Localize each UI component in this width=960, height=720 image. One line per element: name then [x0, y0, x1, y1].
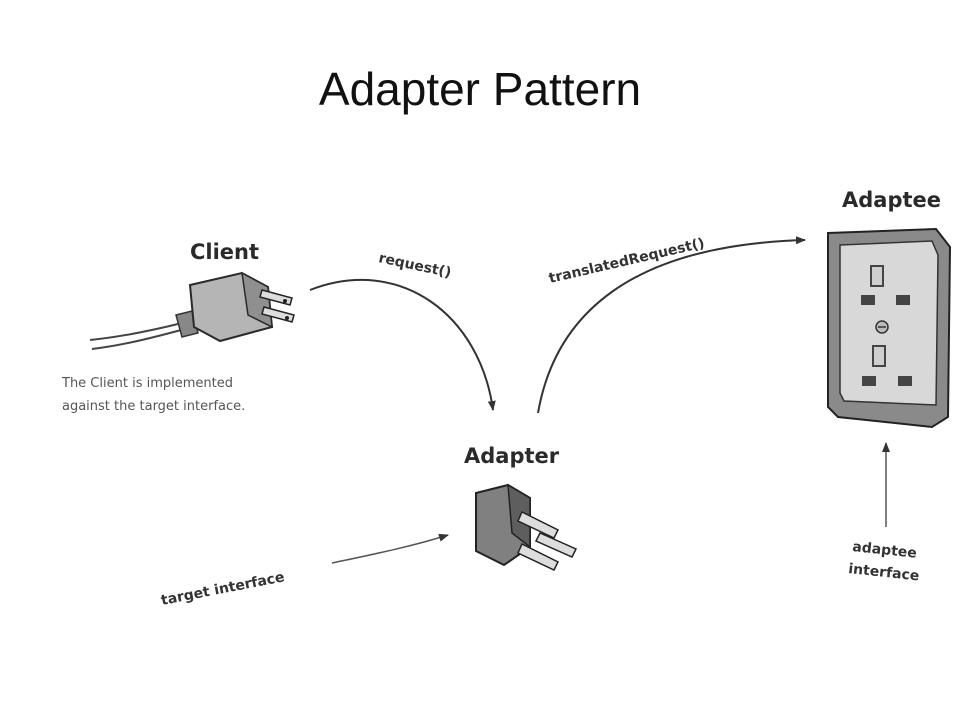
adaptee-node: Adaptee — [827, 188, 952, 429]
adapter-pattern-figure: Client The Client is implemented against… — [10, 155, 960, 609]
translated-request-label: translatedRequest() — [547, 235, 706, 286]
target-interface-edge: target interface — [160, 533, 449, 609]
wall-socket-icon — [827, 227, 952, 429]
slide-title: Adapter Pattern — [318, 63, 642, 115]
target-interface-label: target interface — [160, 569, 286, 608]
adaptee-label: Adaptee — [842, 188, 941, 212]
request-label: request() — [377, 250, 452, 281]
diagram-canvas: Client The Client is implemented against… — [61, 188, 952, 609]
client-node: Client The Client is implemented against… — [61, 240, 295, 414]
client-caption-line1: The Client is implemented — [61, 376, 233, 391]
adaptee-interface-edge: adaptee interface — [848, 442, 920, 584]
adapter-label: Adapter — [464, 444, 560, 468]
us-plug-icon — [89, 271, 295, 350]
translated-request-edge: translatedRequest() — [537, 235, 806, 414]
client-label: Client — [190, 240, 259, 264]
client-caption-line2: against the target interface. — [62, 399, 245, 414]
adapter-node: Adapter — [464, 444, 578, 571]
request-edge: request() — [309, 250, 496, 411]
adaptee-interface-label-line1: adaptee — [852, 539, 918, 562]
adapter-plug-icon — [475, 483, 578, 571]
adaptee-interface-label-line2: interface — [848, 561, 920, 584]
